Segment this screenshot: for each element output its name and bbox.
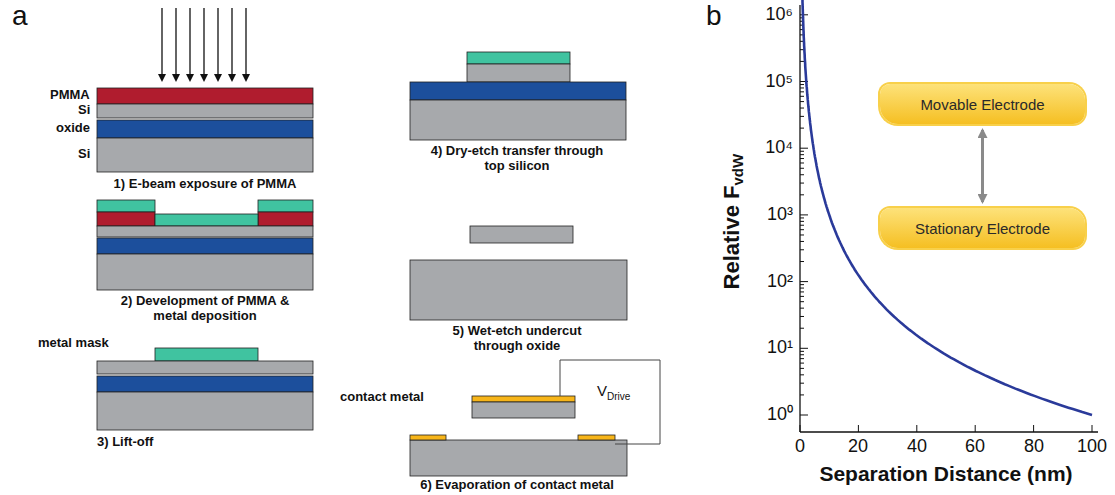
pmma-layer xyxy=(258,212,313,226)
electrode: Movable Electrode xyxy=(880,84,1085,124)
label: 1) E-beam exposure of PMMA xyxy=(90,177,320,192)
si-beam xyxy=(470,226,573,243)
si-substrate xyxy=(97,138,313,172)
pmma-layer xyxy=(97,212,155,226)
si-layer xyxy=(97,226,313,237)
label: 3) Lift-off xyxy=(97,435,153,450)
tick-label: 60 xyxy=(965,436,985,457)
tick-label: 10⁰ xyxy=(767,404,793,425)
si-layer xyxy=(97,361,313,374)
chart-axes xyxy=(800,5,1098,432)
si-layer xyxy=(97,104,313,118)
label: Drive xyxy=(607,391,630,403)
panel-letter: a xyxy=(12,0,28,32)
oxide-layer xyxy=(97,120,313,138)
ebeam-arrows xyxy=(162,8,246,80)
tick-label: 20 xyxy=(848,436,868,457)
electrode-label: Stationary Electrode xyxy=(915,220,1050,237)
axis-title-text: Relative F xyxy=(719,186,744,290)
double-arrow xyxy=(981,130,984,202)
tick-label: 10⁴ xyxy=(765,137,793,158)
label: Separation Distance (nm) xyxy=(819,462,1072,486)
oxide-layer xyxy=(97,376,313,392)
label: Si xyxy=(78,103,90,118)
label: 5) Wet-etch undercut through oxide xyxy=(435,324,600,354)
si-substrate xyxy=(410,440,627,476)
label: 2) Development of PMMA & metal depositio… xyxy=(116,294,294,324)
tick-label: 0 xyxy=(795,436,805,457)
axis-title: Relative FvdW xyxy=(719,154,746,290)
metal-mask xyxy=(467,52,570,64)
contact-metal xyxy=(578,435,615,440)
metal-layer xyxy=(258,200,313,212)
si-substrate xyxy=(410,260,627,320)
label: contact metal xyxy=(340,390,424,405)
tick-label: 10⁶ xyxy=(766,4,793,25)
oxide-layer xyxy=(410,82,626,100)
tick-label: 80 xyxy=(1024,436,1044,457)
tick-label: 10² xyxy=(767,271,793,292)
vdw-curve xyxy=(802,0,1092,415)
si-substrate xyxy=(97,254,313,290)
label: V xyxy=(597,382,607,399)
axis-title-subscript: vdW xyxy=(729,154,746,186)
tick-label: 10⁵ xyxy=(766,71,793,92)
tick-label: 100 xyxy=(1077,436,1107,457)
contact-metal xyxy=(410,435,446,440)
oxide-layer xyxy=(97,238,313,254)
tick-label: 10³ xyxy=(767,204,793,225)
si-substrate xyxy=(97,392,313,430)
si-substrate xyxy=(410,100,626,140)
panel-letter: b xyxy=(706,0,722,32)
drive-wire xyxy=(560,360,660,444)
label: oxide xyxy=(56,121,90,136)
label: 6) Evaporation of contact metal xyxy=(397,478,637,493)
label: Si xyxy=(78,147,90,162)
si-beam xyxy=(472,402,575,418)
contact-metal xyxy=(472,396,575,402)
electrode-label: Movable Electrode xyxy=(920,96,1044,113)
si-beam xyxy=(467,64,570,82)
tick-label: 10¹ xyxy=(767,337,793,358)
label: 4) Dry-etch transfer through top silicon xyxy=(430,144,605,174)
label: metal mask xyxy=(38,336,109,351)
electrode: Stationary Electrode xyxy=(880,208,1085,248)
tick-label: 40 xyxy=(907,436,927,457)
metal-layer xyxy=(97,200,155,212)
axis-ticks xyxy=(800,15,1092,432)
metal-mask xyxy=(155,348,258,361)
metal-layer xyxy=(155,214,258,226)
label: PMMA xyxy=(50,88,90,103)
pmma-layer xyxy=(97,88,313,104)
